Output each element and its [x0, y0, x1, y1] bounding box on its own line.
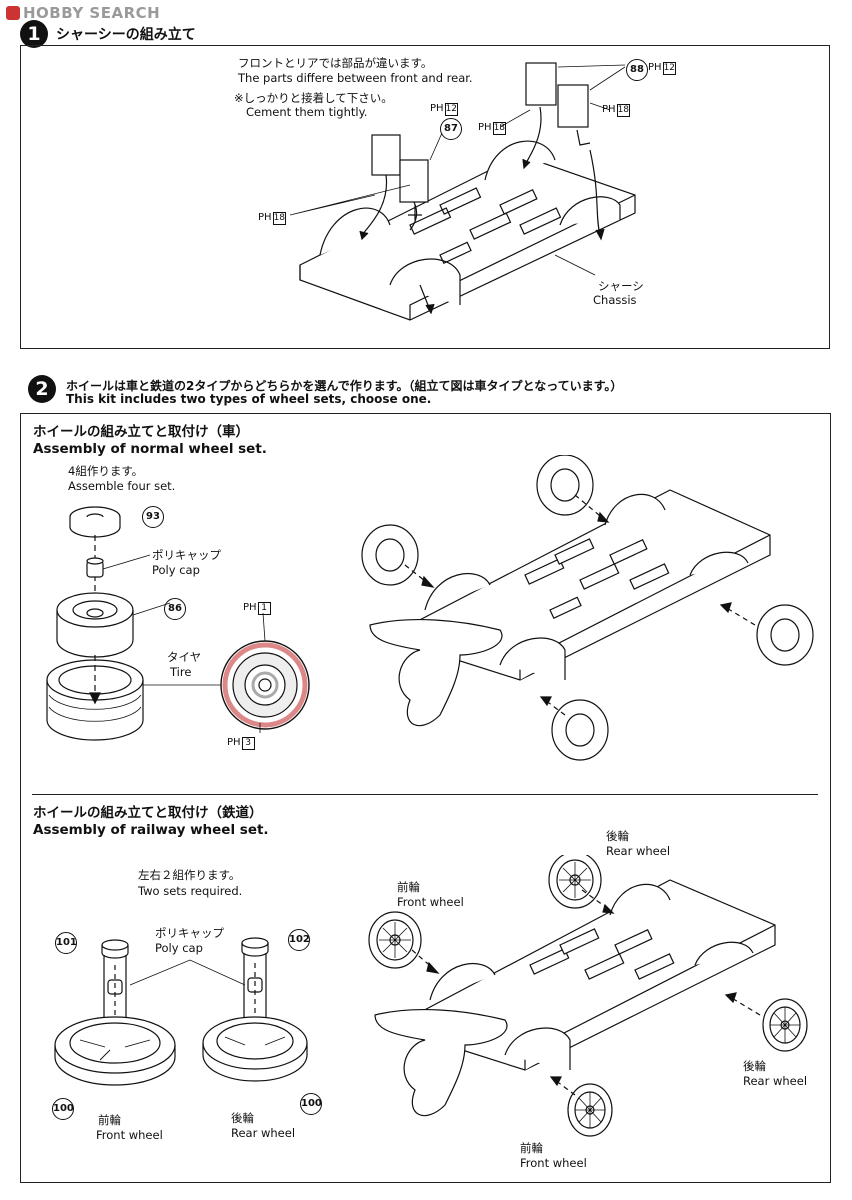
chassis-label-en: Chassis: [593, 293, 637, 307]
normal-wheel-chassis-illustration: [361, 455, 814, 761]
step1-cement-jp: ※しっかりと接着して下さい。: [234, 91, 393, 105]
railway-front-wheel-left-en: Front wheel: [397, 895, 464, 909]
section-divider: [32, 794, 818, 795]
railway-polycap-en: Poly cap: [155, 941, 203, 955]
railway-rear-wheel-right-en: Rear wheel: [743, 1074, 808, 1088]
step1-chassis-illustration: [290, 62, 636, 321]
part-100-marker-left: 100: [52, 1098, 74, 1120]
railway-rear-wheel-top-jp: 後輪: [606, 829, 629, 843]
part-87-marker: 87: [440, 118, 462, 140]
normal-count-en: Assemble four set.: [68, 479, 176, 493]
part-93-marker: 93: [142, 506, 164, 528]
part-88-marker: 88: [626, 59, 648, 81]
railway-rear-wheel-en: Rear wheel: [231, 1126, 296, 1140]
railway-front-wheel-jp: 前輪: [98, 1113, 121, 1127]
railway-rear-wheel-right-jp: 後輪: [743, 1059, 766, 1073]
railway-rear-wheel-top-en: Rear wheel: [606, 844, 671, 858]
logo-text: HOBBY SEARCH: [23, 4, 161, 22]
railway-front-wheel-en: Front wheel: [96, 1128, 163, 1142]
step2-number: 2: [28, 375, 56, 403]
normal-polycap-jp: ポリキャップ: [152, 548, 221, 562]
part-102-marker: 102: [288, 929, 310, 951]
logo-icon: [6, 6, 20, 20]
part-100-marker-right: 100: [300, 1093, 322, 1115]
railway-front-wheel-bottom-en: Front wheel: [520, 1156, 587, 1170]
railway-wheel-header-jp: ホイールの組み立てと取付け（鉄道）: [33, 805, 263, 821]
step1-title: シャーシーの組み立て: [56, 27, 196, 43]
normal-wheel-exploded-illustration: [46, 506, 310, 741]
normal-wheel-header-en: Assembly of normal wheel set.: [33, 441, 267, 457]
normal-polycap-en: Poly cap: [152, 563, 200, 577]
part-101-marker: 101: [55, 932, 77, 954]
step1-cement-en: Cement them tightly.: [246, 105, 368, 119]
railway-front-wheel-bottom-jp: 前輪: [520, 1141, 543, 1155]
step2-title-jp: ホイールは車と鉄道の2タイプからどちらかを選んで作ります。（組立て図は車タイプと…: [66, 379, 623, 393]
step2-title-en: This kit includes two types of wheel set…: [66, 392, 432, 406]
tire-label-en: Tire: [170, 665, 192, 679]
step2-panel: [20, 413, 831, 1183]
normal-wheel-header-jp: ホイールの組み立てと取付け（車）: [33, 424, 249, 440]
railway-count-jp: 左右２組作ります。: [138, 868, 241, 882]
step1-note-en: The parts differe between front and rear…: [238, 71, 473, 85]
railway-wheel-header-en: Assembly of railway wheel set.: [33, 822, 269, 838]
step1-panel: [20, 45, 830, 349]
step1-number: 1: [20, 20, 48, 48]
railway-wheel-chassis-illustration: [368, 855, 808, 1137]
tire-label-jp: タイヤ: [167, 650, 202, 664]
railway-polycap-jp: ポリキャップ: [155, 926, 224, 940]
railway-front-wheel-left-jp: 前輪: [397, 880, 420, 894]
normal-count-jp: 4組作ります。: [68, 464, 144, 478]
railway-count-en: Two sets required.: [138, 884, 243, 898]
site-logo: HOBBY SEARCH: [6, 4, 160, 22]
railway-wheel-exploded-illustration: [54, 937, 308, 1086]
railway-rear-wheel-jp: 後輪: [231, 1111, 254, 1125]
step1-note-jp: フロントとリアでは部品が違います。: [238, 56, 433, 70]
chassis-label-jp: シャーシ: [598, 279, 644, 293]
